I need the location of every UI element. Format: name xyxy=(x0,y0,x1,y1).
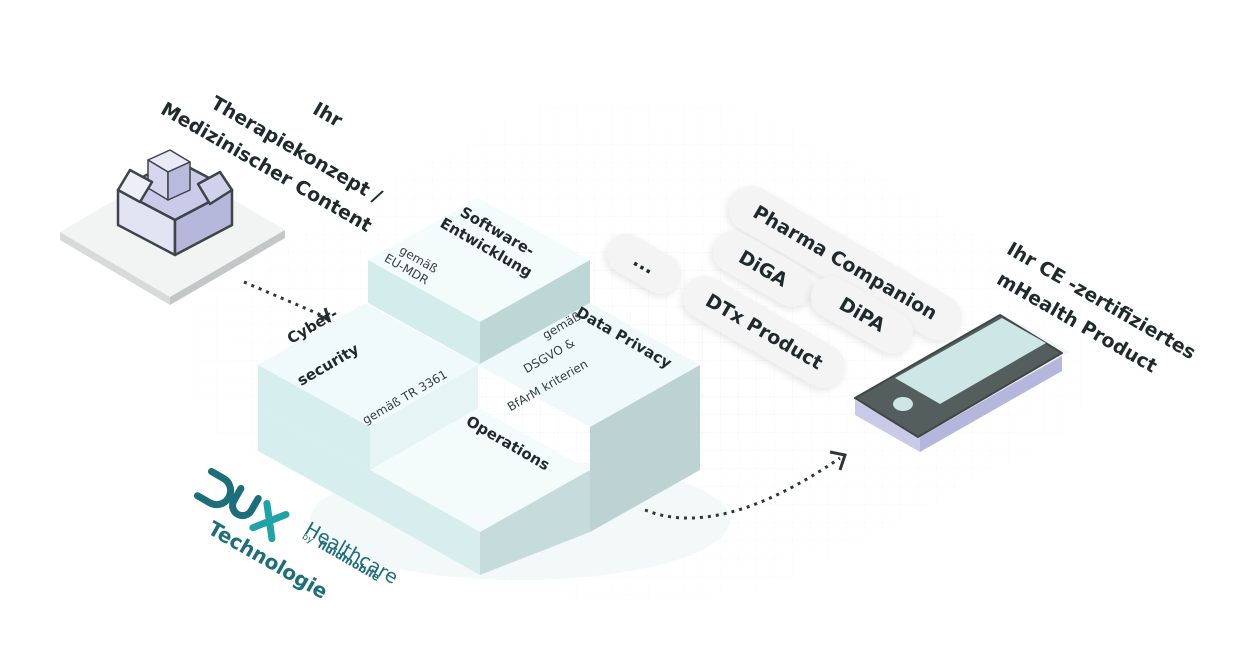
block-software xyxy=(368,198,590,365)
output-arrow xyxy=(644,450,847,520)
block-cybersecurity xyxy=(258,303,478,470)
brand-logo xyxy=(190,466,292,548)
block-operations xyxy=(258,365,590,575)
block-data-privacy xyxy=(478,303,700,532)
input-arrow xyxy=(243,280,332,323)
dux-logo-mark xyxy=(193,467,290,543)
open-box-icon xyxy=(116,149,234,257)
device-phone xyxy=(854,314,1063,452)
